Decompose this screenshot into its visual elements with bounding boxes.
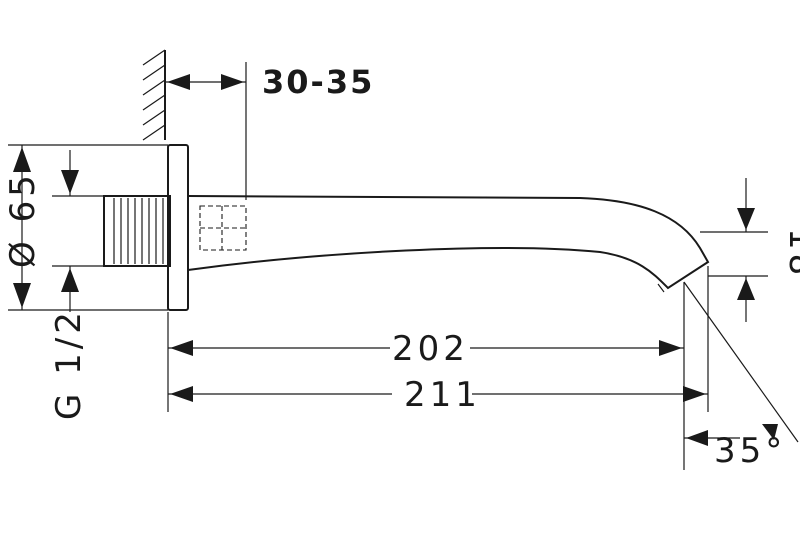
thread-dimension: G 1/2 <box>49 150 104 420</box>
outlet-height-dimension: 18 <box>700 178 800 322</box>
threaded-connector <box>103 195 171 267</box>
length-inner-label: 202 <box>392 329 469 369</box>
angle-label: 35° <box>714 431 786 471</box>
wall-distance-label: 30-35 <box>262 63 374 101</box>
length-total-label: 211 <box>404 375 481 415</box>
wall-distance-dimension: 30-35 <box>165 62 374 200</box>
outlet-height-label: 18 <box>781 228 800 279</box>
wall <box>142 49 166 141</box>
angle-dimension: 35° <box>683 281 799 471</box>
length-inner-dimension: 202 <box>167 282 685 470</box>
spout-body <box>187 195 710 293</box>
flange-diameter-label: Ø 65 <box>3 171 43 268</box>
length-total-dimension: 211 <box>168 266 709 415</box>
thread-label: G 1/2 <box>49 308 89 420</box>
flange-diameter-dimension: Ø 65 <box>3 144 168 311</box>
